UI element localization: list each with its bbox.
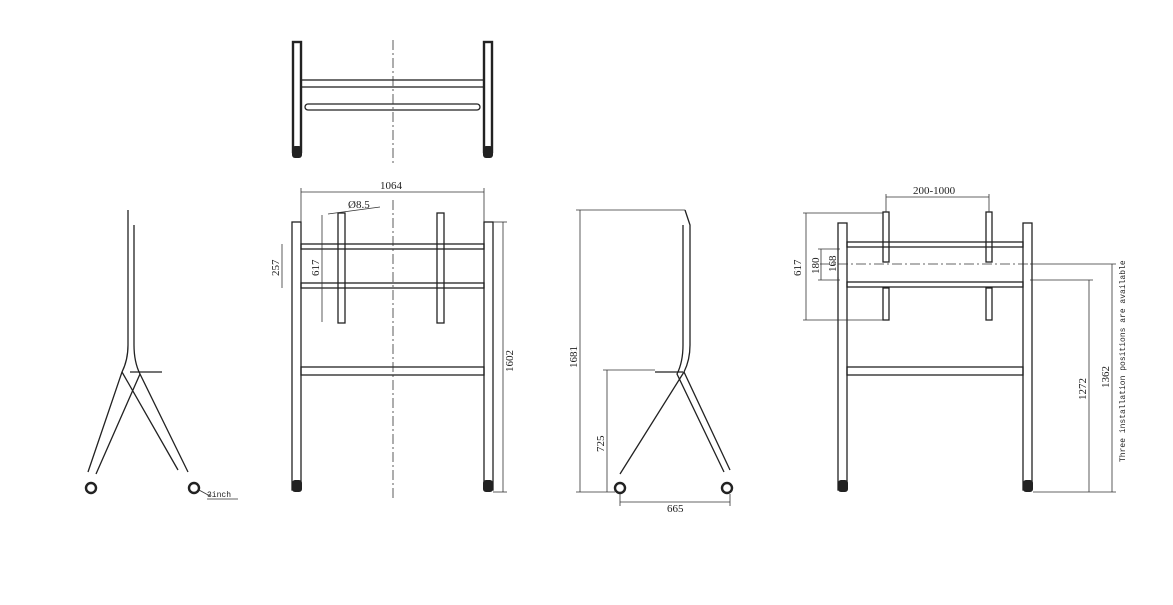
low-height-dim: 1272: [1077, 378, 1089, 400]
inner-dim: 168: [827, 255, 839, 272]
rail-dim: 180: [810, 257, 822, 274]
height-dim: 1602: [504, 350, 516, 372]
hole-dim: Ø8.5: [348, 199, 370, 211]
back-bracket-height-dim: 617: [792, 259, 804, 276]
width-dim: 1064: [380, 180, 403, 192]
side-view-right: 1681 725 665: [568, 209, 734, 515]
installation-note: Three installation positions are availab…: [1119, 260, 1128, 462]
shelf-height-dim: 725: [595, 435, 607, 452]
bracket-spacing-dim: 200-1000: [913, 185, 956, 197]
side-view-left: 3inch: [84, 210, 238, 500]
overall-height-dim: 1681: [568, 346, 580, 368]
front-view: 1064 Ø8.5 257 617 1602: [270, 180, 516, 500]
back-view: 200-1000 617 180 168 1272 1362 Three ins…: [792, 185, 1128, 493]
high-height-dim: 1362: [1100, 366, 1112, 388]
depth-dim: 665: [667, 503, 684, 515]
bracket-height-dim: 617: [310, 259, 322, 276]
top-view: [291, 40, 494, 165]
caster-label: 3inch: [207, 491, 231, 500]
rail-spacing-dim: 257: [270, 259, 282, 276]
